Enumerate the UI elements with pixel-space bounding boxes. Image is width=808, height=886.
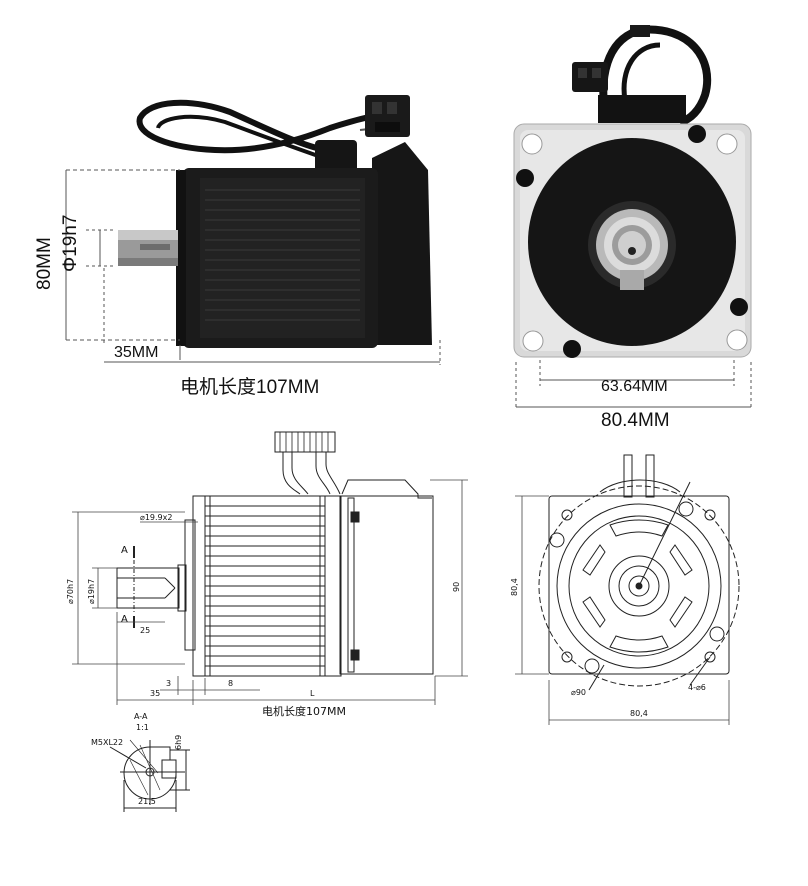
dim-35-label: 35 <box>150 689 161 698</box>
keyway-label: ⌀19.9x2 <box>140 513 173 522</box>
front-width-label: 80,4 <box>630 709 648 718</box>
key-width-label: 6h9 <box>174 734 183 750</box>
dim-3-label: 3 <box>166 679 172 688</box>
photo-shaft-length-label: 35MM <box>114 344 159 361</box>
section-scale: 1:1 <box>136 723 149 732</box>
section-mark-top: A <box>121 545 128 556</box>
photo-shaft-diameter-label: Φ19h7 <box>60 214 81 272</box>
holes-label: 4-⌀6 <box>688 683 706 692</box>
photo-hole-spacing-label: 63.64MM <box>601 378 668 395</box>
side-photo-dimensions <box>65 169 441 365</box>
drawing-motor-length-label: 电机长度107MM <box>262 705 346 718</box>
dim-8-label: 8 <box>228 679 234 688</box>
drawing-height-label: 90 <box>452 581 461 592</box>
motor-side-drawing <box>116 431 434 677</box>
circle-diameter-label: ⌀90 <box>571 688 586 697</box>
photo-motor-length-label: 电机长度107MM <box>180 377 320 398</box>
front-drawing-dimensions <box>515 495 730 725</box>
pilot-diameter-label: ⌀70h7 <box>66 578 75 604</box>
section-title: A-A <box>134 712 148 721</box>
section-mark-bottom: A <box>121 614 128 625</box>
drawing-shaft-diameter-label: ⌀19h7 <box>87 578 96 604</box>
front-height-label: 80,4 <box>510 578 519 596</box>
photo-height-label: 80MM <box>34 237 55 290</box>
front-photo-dimensions <box>515 360 752 410</box>
side-drawing-dimensions <box>72 479 468 705</box>
motor-front-photo <box>513 25 752 358</box>
shaft-section-view <box>109 739 190 812</box>
photo-flange-width-label: 80.4MM <box>601 410 670 431</box>
motor-front-drawing <box>538 454 740 691</box>
depth-label: 21.5 <box>138 797 156 806</box>
motor-side-photo <box>118 95 432 348</box>
dim-L-label: L <box>310 689 315 698</box>
key-length-label: 25 <box>140 626 151 635</box>
thread-label: M5XL22 <box>91 738 124 747</box>
